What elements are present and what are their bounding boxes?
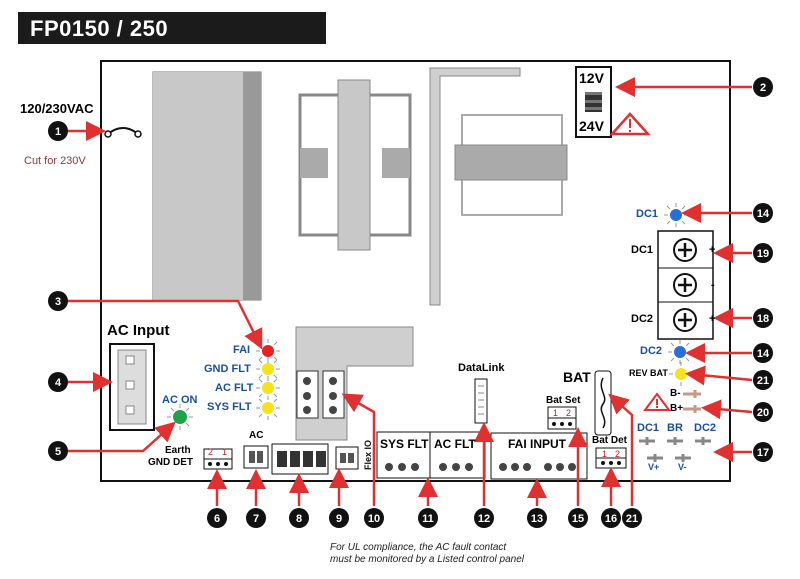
bat-det-label: Bat Det	[592, 435, 628, 446]
dc2-terminal-label: DC2	[631, 313, 654, 325]
bat-label: BAT	[563, 369, 591, 385]
dc1-spade	[639, 437, 655, 445]
dc2-bottom-label: DC2	[694, 422, 717, 434]
dc2-spade	[695, 437, 711, 445]
cut-label: Cut for 230V	[24, 155, 86, 167]
gnd-pin-2: 2	[208, 447, 214, 457]
batdet-pin-1: 1	[602, 449, 608, 459]
callout-18: 18	[757, 313, 769, 325]
v-minus-spade	[675, 454, 691, 462]
callout-15: 15	[572, 513, 584, 525]
b-plus-label: B+	[670, 403, 684, 414]
v-minus-label: V-	[678, 462, 687, 472]
dc1-terminal-label: DC1	[631, 244, 654, 256]
callout-5: 5	[55, 446, 61, 458]
callout-2: 2	[760, 82, 766, 94]
callout-21a: 21	[757, 375, 769, 387]
bat-set-label: Bat Set	[546, 395, 581, 406]
small-connector	[335, 446, 359, 470]
callout-markers	[48, 77, 773, 528]
dc1-bottom-label: DC1	[637, 422, 660, 434]
ac-flt-terminal-label: AC FLT	[434, 437, 476, 451]
callout-9: 9	[336, 513, 342, 525]
gnd-det-label: GND DET	[148, 457, 193, 468]
ul-compliance-note: For UL compliance, the AC fault contact …	[330, 542, 524, 566]
sys-flt-label: SYS FLT	[207, 401, 252, 413]
callout-19: 19	[757, 248, 769, 260]
note-line-2: must be monitored by a Listed control pa…	[330, 554, 524, 565]
batset-pin-2: 2	[566, 408, 572, 418]
v-plus-label: V+	[648, 462, 660, 472]
fai-input-label: FAI INPUT	[508, 437, 567, 451]
callout-16: 16	[605, 513, 617, 525]
dc2-led	[668, 340, 692, 364]
dc2-led-label: DC2	[640, 345, 663, 357]
voltage-input-label: 120/230VAC	[20, 101, 94, 116]
callout-11: 11	[422, 513, 434, 525]
sys-flt-terminal-label: SYS FLT	[380, 437, 429, 451]
callout-14a: 14	[757, 208, 770, 220]
v-plus-spade	[647, 454, 663, 462]
callout-20: 20	[757, 407, 769, 419]
b-minus-label: B-	[670, 388, 681, 399]
v12-label: 12V	[579, 70, 604, 86]
datalink-label: DataLink	[458, 362, 505, 374]
flexio-label: Flex IO	[363, 440, 373, 470]
batset-pin-1: 1	[553, 408, 559, 418]
batdet-pin-2: 2	[615, 449, 621, 459]
minus-label: -	[711, 279, 715, 291]
plus-2-label: +	[709, 313, 716, 325]
callout-1: 1	[55, 126, 61, 138]
gnd-flt-label: GND FLT	[204, 363, 251, 375]
warning-icon	[643, 392, 671, 411]
callout-14b: 14	[757, 348, 770, 360]
callout-17: 17	[757, 447, 769, 459]
br-spade	[667, 437, 683, 445]
callout-8: 8	[296, 513, 302, 525]
warning-icon	[609, 112, 651, 136]
ac-label: AC	[249, 430, 264, 441]
dc1-led-label: DC1	[636, 208, 659, 220]
battery-plus-spade	[683, 405, 701, 413]
dc1-led	[664, 203, 688, 227]
callout-12: 12	[478, 513, 490, 525]
ac-on-label: AC ON	[162, 394, 198, 406]
plus-1-label: +	[709, 244, 716, 256]
ac-flt-label: AC FLT	[215, 382, 254, 394]
callout-3: 3	[55, 296, 61, 308]
heatsink	[429, 67, 521, 306]
sys-flt-led	[256, 396, 280, 420]
fai-label: FAI	[233, 344, 251, 356]
callout-6: 6	[214, 513, 220, 525]
battery-minus-spade	[683, 390, 701, 398]
br-label: BR	[667, 422, 683, 434]
ac-flt-led	[256, 376, 280, 400]
title-bar: FP0150 / 250	[18, 12, 326, 44]
page-title: FP0150 / 250	[30, 16, 169, 41]
callout-21b: 21	[626, 513, 638, 525]
callout-7: 7	[253, 513, 259, 525]
callout-4: 4	[55, 377, 62, 389]
ac-input-label: AC Input	[107, 322, 170, 339]
callout-10: 10	[368, 513, 380, 525]
gnd-pin-1: 1	[222, 447, 228, 457]
ac-on-led	[167, 404, 193, 430]
v24-label: 24V	[579, 118, 604, 134]
gnd-flt-led	[256, 357, 280, 381]
callout-13: 13	[531, 513, 543, 525]
earth-label: Earth	[165, 445, 191, 456]
callout-arrows	[66, 77, 753, 506]
rev-bat-label: REV BAT	[629, 368, 668, 378]
ac-connector	[243, 445, 269, 469]
note-line-1: For UL compliance, the AC fault contact	[330, 542, 507, 553]
